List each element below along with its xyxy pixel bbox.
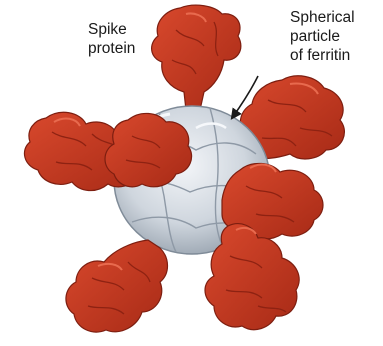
ferritin-label-line-1: Spherical — [290, 8, 382, 27]
ferritin-particle-label: Spherical particle of ferritin — [290, 8, 382, 65]
ferritin-label-line-3: of ferritin — [290, 46, 382, 65]
spike-label-line-2: protein — [88, 39, 168, 58]
spike-protein-bottom-left — [66, 240, 168, 332]
ferritin-label-line-2: particle — [290, 27, 382, 46]
spike-label-line-1: Spike — [88, 20, 168, 39]
spike-protein-label: Spike protein — [88, 20, 168, 58]
